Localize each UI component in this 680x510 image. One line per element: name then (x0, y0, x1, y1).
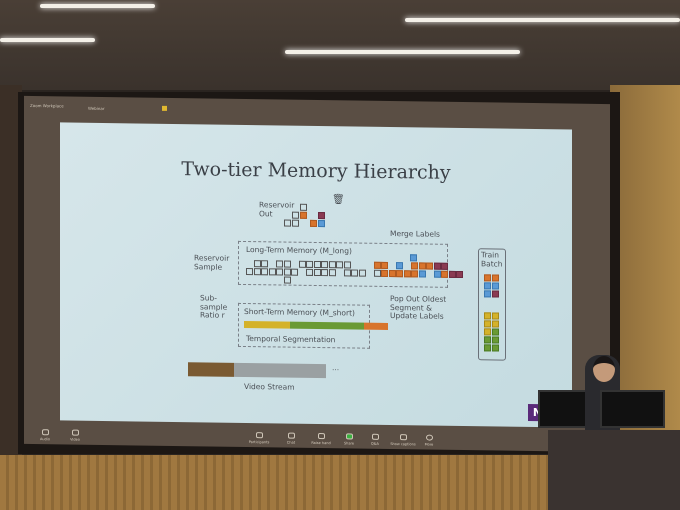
memory-block (456, 270, 463, 279)
memory-block (321, 269, 328, 277)
memory-block (433, 270, 441, 278)
long-term-memory-label: Long-Term Memory (M_long) (246, 245, 352, 256)
memory-block (284, 276, 291, 284)
memory-block (484, 312, 491, 320)
memory-block (336, 261, 343, 269)
memory-block (403, 270, 411, 278)
memory-block (492, 312, 499, 320)
ceiling (0, 0, 680, 90)
memory-block (492, 282, 499, 290)
train-batch-label: Train Batch (481, 250, 503, 269)
memory-block (373, 269, 381, 277)
monitor (600, 390, 665, 428)
memory-block (321, 261, 328, 269)
segment-bar (290, 321, 364, 330)
memory-block (484, 290, 491, 298)
temporal-segmentation-label: Temporal Segmentation (246, 334, 336, 345)
webinar-label: Webinar (88, 105, 105, 112)
video-button[interactable]: Video (58, 429, 92, 442)
memory-block (410, 254, 417, 262)
memory-block (433, 262, 441, 270)
memory-block (261, 260, 268, 268)
wall (0, 85, 22, 465)
trash-icon: 🗑 (332, 194, 345, 206)
memory-block (492, 320, 499, 328)
screen-share-icon (162, 105, 167, 111)
memory-block (276, 268, 283, 276)
memory-block (246, 268, 253, 276)
podium (548, 430, 680, 510)
memory-block (492, 328, 499, 336)
chat-button[interactable]: Chat (274, 432, 308, 445)
memory-block (484, 282, 491, 290)
memory-block (411, 270, 418, 278)
memory-block (484, 274, 491, 282)
memory-block (306, 268, 313, 276)
memory-block (343, 261, 351, 269)
video-stream-label: Video Stream (244, 381, 295, 392)
memory-block (441, 262, 448, 270)
memory-block (448, 270, 456, 278)
more-button[interactable]: More (412, 434, 446, 447)
memory-block (388, 269, 396, 278)
merge-labels-label: Merge Labels (390, 229, 440, 239)
ellipsis: ··· (332, 365, 340, 375)
subsample-ratio-label: Sub-sample Ratio r (200, 293, 228, 320)
memory-block (283, 268, 291, 276)
presentation-slide: Two-tier Memory Hierarchy Reservoir Out … (60, 122, 572, 428)
memory-block (261, 268, 268, 276)
memory-block (484, 336, 491, 344)
reservoir-out-label: Reservoir Out (259, 200, 295, 219)
memory-block (313, 260, 321, 269)
segment-bar (244, 320, 290, 329)
reservoir-sample-label: Reservoir Sample (194, 253, 230, 272)
segment-bar (364, 322, 388, 330)
memory-block (253, 268, 261, 276)
presenter-head (593, 356, 615, 382)
app-name: Zoom Workplace (30, 102, 64, 109)
memory-block (484, 344, 491, 352)
video-stream-future (234, 362, 326, 379)
memory-block (268, 268, 276, 276)
memory-block (328, 269, 336, 277)
memory-block (381, 269, 388, 277)
memory-block (276, 260, 283, 268)
memory-block (373, 261, 381, 269)
memory-block (418, 270, 426, 278)
short-term-memory-label: Short-Term Memory (M_short) (244, 306, 355, 318)
memory-block (426, 262, 433, 270)
memory-block (396, 262, 403, 270)
memory-block (492, 344, 499, 352)
memory-block (343, 269, 351, 277)
memory-block (441, 270, 448, 278)
zoom-window: Zoom Workplace Webinar Two-tier Memory H… (24, 95, 610, 453)
memory-block (291, 268, 298, 276)
memory-block (492, 336, 499, 344)
memory-block (351, 269, 358, 277)
memory-block (283, 260, 291, 268)
memory-block (253, 260, 261, 268)
memory-block (418, 262, 426, 270)
memory-block (492, 290, 499, 298)
memory-block (313, 268, 321, 277)
video-stream-played (188, 362, 234, 377)
memory-block (381, 261, 388, 269)
audio-button[interactable]: Audio (28, 429, 62, 441)
memory-block (492, 274, 499, 282)
memory-block (306, 260, 313, 268)
slide-title: Two-tier Memory Hierarchy (181, 158, 451, 184)
pop-out-label: Pop Out Oldest Segment & Update Labels (390, 294, 447, 322)
participants-button[interactable]: Participants (242, 432, 276, 444)
memory-block (484, 328, 491, 336)
memory-block (298, 260, 306, 268)
memory-block (328, 261, 336, 269)
memory-block (411, 262, 418, 270)
memory-block (396, 270, 403, 278)
memory-block (484, 320, 491, 328)
memory-block (358, 269, 366, 277)
